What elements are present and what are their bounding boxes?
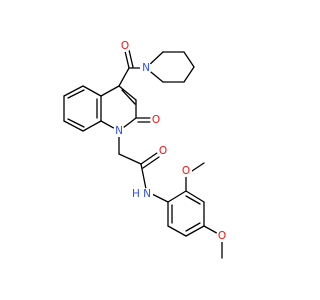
bond <box>67 89 85 99</box>
ortho-methoxy-oxygen-label: O <box>182 165 190 177</box>
amide-oxygen-label: O <box>159 145 167 157</box>
bond <box>185 190 205 203</box>
bond <box>142 156 160 169</box>
bond <box>151 193 169 203</box>
bond <box>100 85 120 97</box>
bond <box>167 225 187 237</box>
bond <box>140 163 147 190</box>
bond <box>63 85 84 97</box>
bond <box>185 195 201 205</box>
molecule-drawing: O N O N O N H O O <box>63 40 228 259</box>
quinolone-nitrogen-label: N <box>115 125 123 137</box>
bond <box>118 85 137 101</box>
amide-nitrogen-label: N <box>143 188 151 200</box>
bond <box>185 222 201 232</box>
bond <box>67 118 85 128</box>
bond <box>82 85 102 97</box>
bond <box>118 153 142 165</box>
bond <box>82 120 102 132</box>
bond <box>63 120 84 132</box>
bond <box>185 225 205 237</box>
atom-label-layer: O N O N O N H O O <box>113 40 228 242</box>
lactam-oxygen-label: O <box>152 114 160 126</box>
para-methoxy-oxygen-label: O <box>218 230 226 242</box>
chemical-structure-figure: O N O N O N H O O <box>63 40 228 259</box>
bond <box>124 50 130 69</box>
bond <box>183 66 195 83</box>
bond <box>121 89 136 105</box>
ketone-oxygen-label: O <box>121 40 129 52</box>
bond <box>183 51 195 68</box>
bond <box>167 190 187 203</box>
bond <box>118 67 130 87</box>
bond <box>128 49 134 68</box>
piperidine-nitrogen-label: N <box>142 62 150 74</box>
bond-layer <box>63 49 223 259</box>
amide-hydrogen-label: H <box>132 188 140 200</box>
bond <box>140 152 158 165</box>
